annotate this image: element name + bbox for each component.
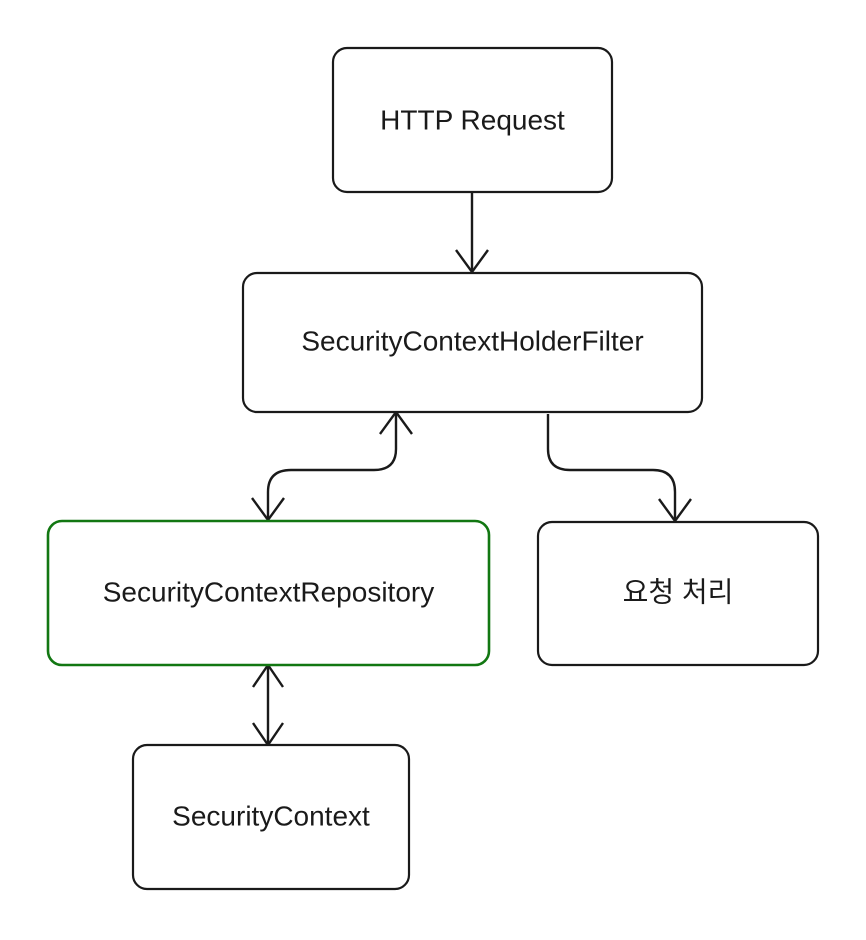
node-security-context-holder-filter-label: SecurityContextHolderFilter: [301, 325, 643, 356]
node-request-processing-label: 요청 처리: [623, 576, 734, 607]
node-http-request-box[interactable]: [331, 46, 614, 194]
node-http-request-label: HTTP Request: [380, 104, 565, 135]
edge-repository-to-context-bidirectional: [252, 662, 284, 748]
node-layer: HTTP Request SecurityContextHolderFilter…: [46, 46, 820, 891]
edge-http-request-to-filter: [455, 192, 489, 275]
node-security-context[interactable]: SecurityContext: [131, 743, 411, 891]
node-security-context-repository-label: SecurityContextRepository: [103, 576, 434, 607]
edge-filter-to-request-processing: [546, 414, 692, 524]
node-security-context-repository[interactable]: SecurityContextRepository: [46, 519, 491, 667]
edge-filter-to-repository: [251, 409, 413, 523]
node-security-context-holder-filter-box[interactable]: [241, 271, 704, 414]
edge-line: [546, 414, 677, 519]
node-security-context-holder-filter[interactable]: SecurityContextHolderFilter: [241, 271, 704, 414]
edge-line: [266, 414, 398, 518]
node-http-request[interactable]: HTTP Request: [331, 46, 614, 194]
node-request-processing-box[interactable]: [536, 520, 820, 667]
node-security-context-label: SecurityContext: [172, 800, 370, 831]
node-security-context-repository-box[interactable]: [46, 519, 491, 667]
node-security-context-box[interactable]: [131, 743, 411, 891]
node-request-processing[interactable]: 요청 처리: [536, 520, 820, 667]
